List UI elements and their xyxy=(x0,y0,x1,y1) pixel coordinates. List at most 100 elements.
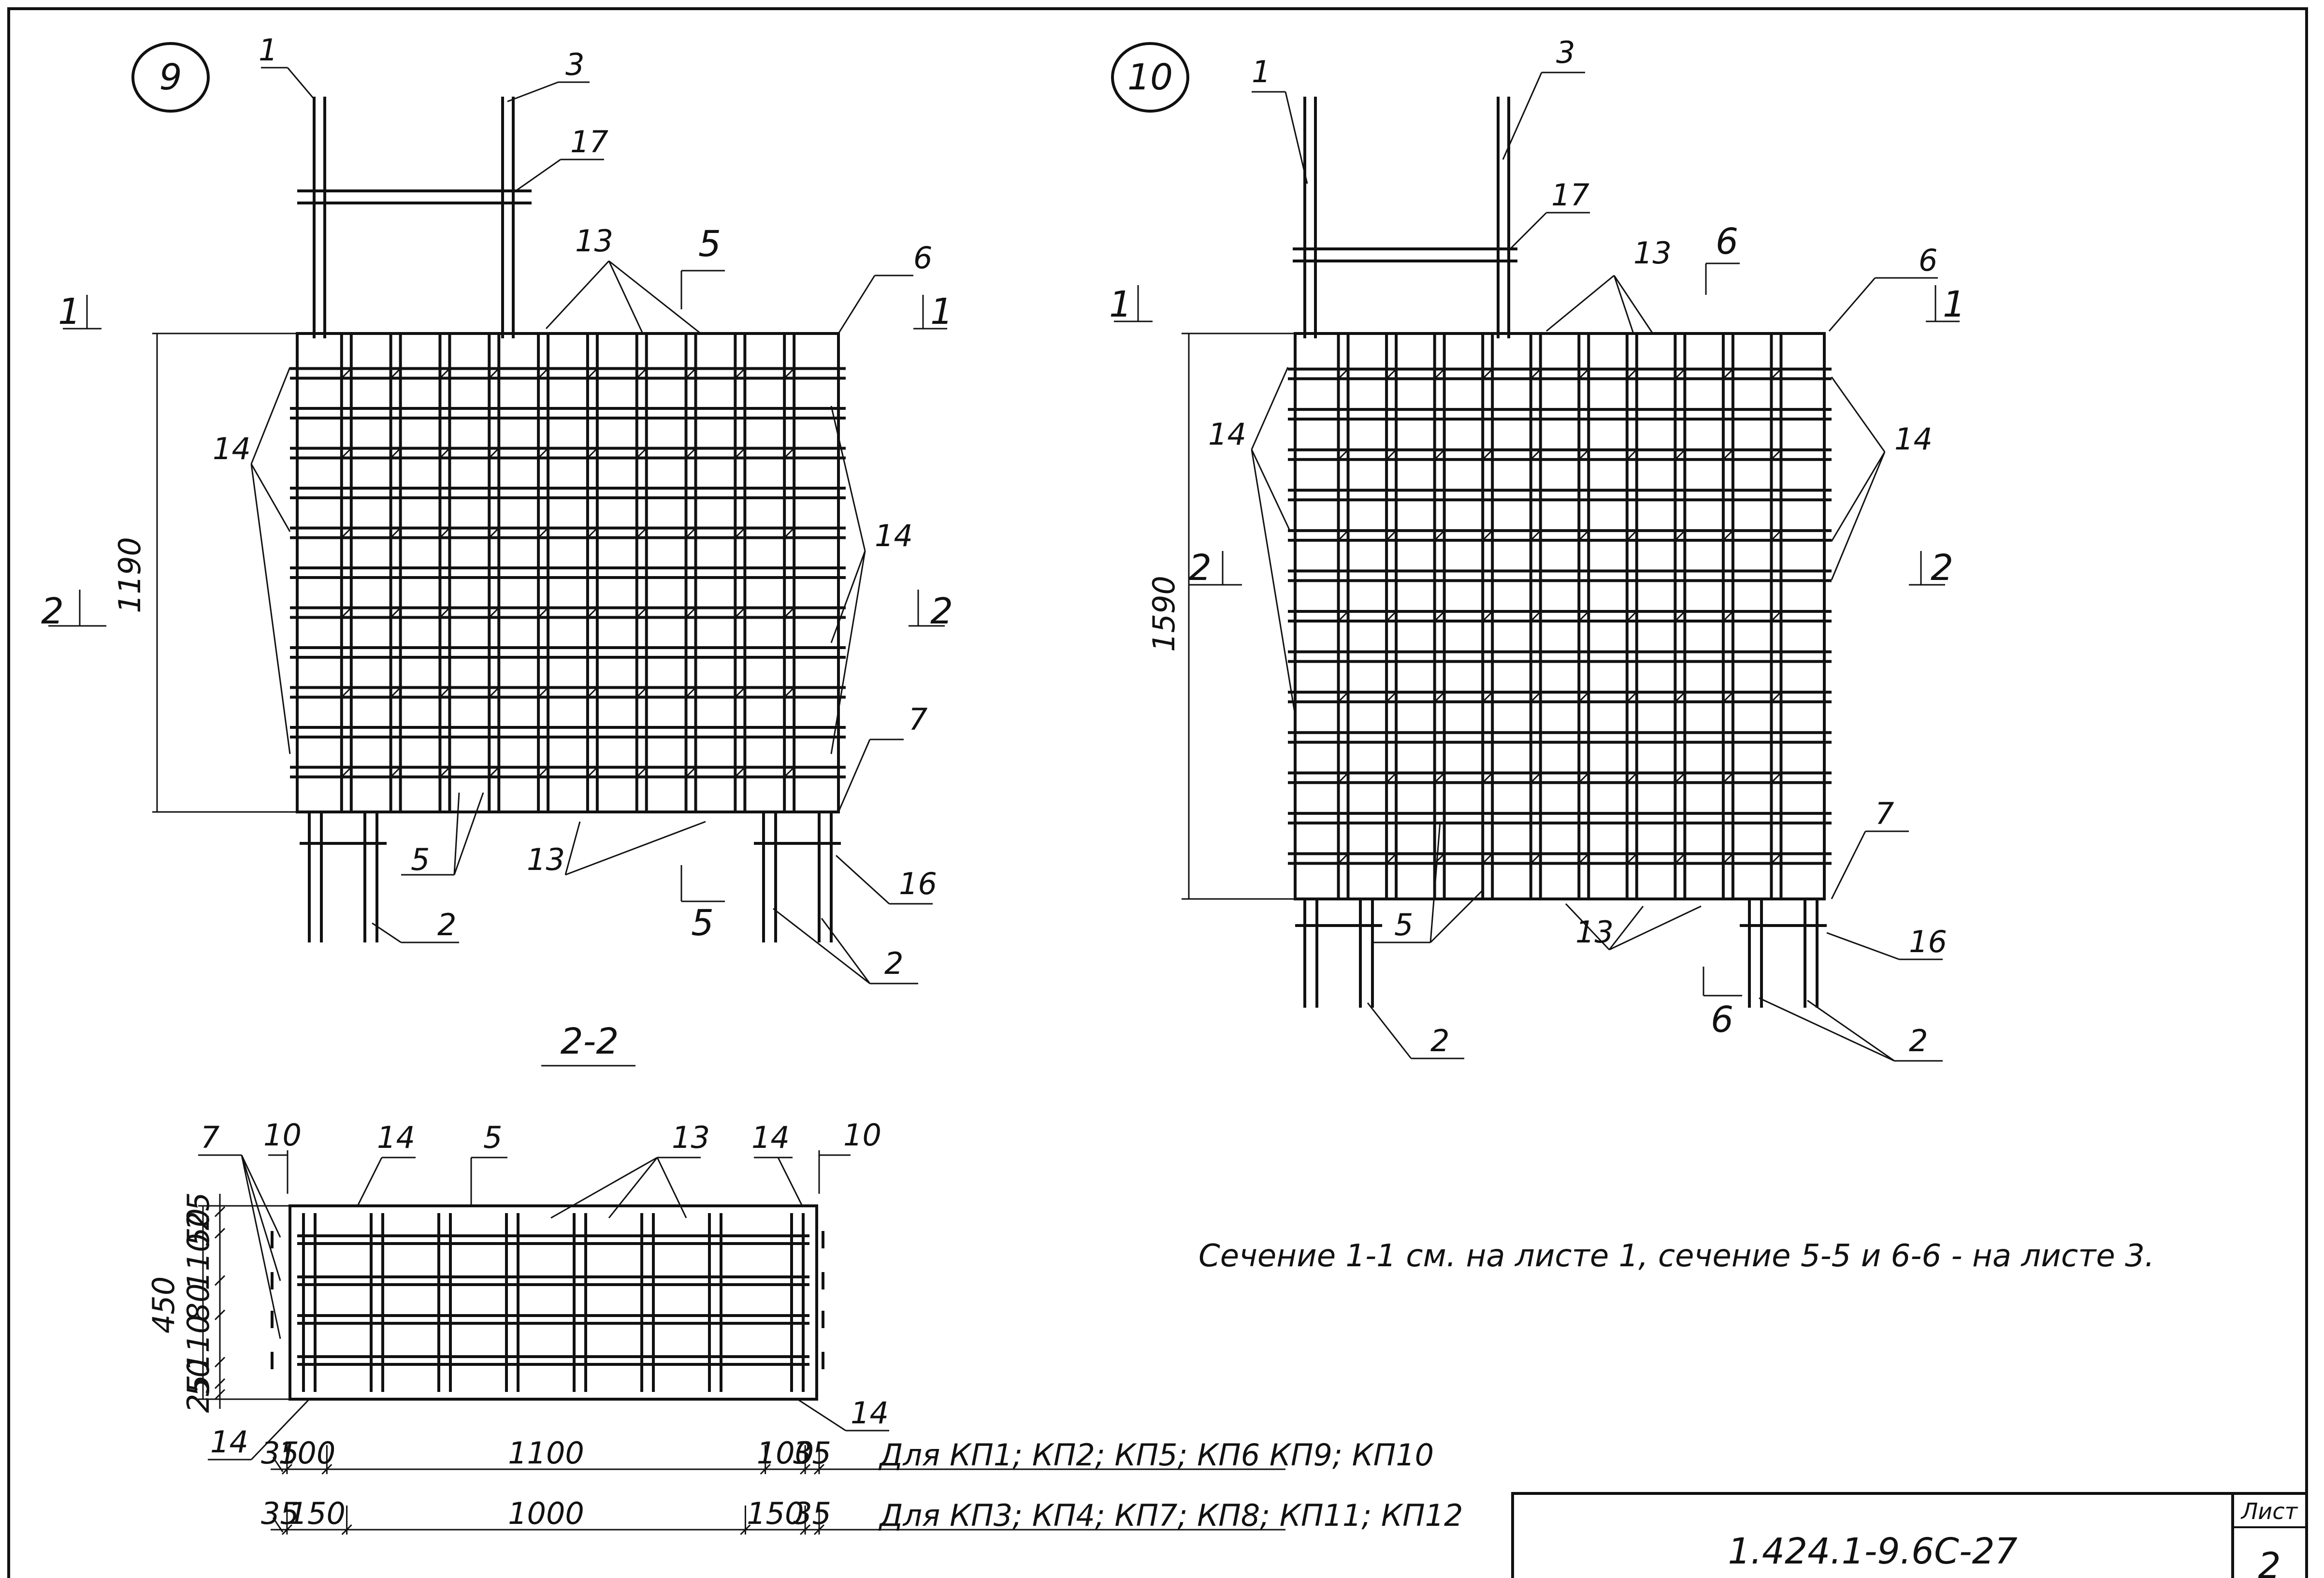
rebar xyxy=(1433,448,1446,461)
svg-text:6: 6 xyxy=(1711,999,1733,1041)
svg-text:14: 14 xyxy=(851,1395,889,1431)
rebar xyxy=(1337,852,1350,865)
rebar xyxy=(1770,609,1783,623)
rebar xyxy=(684,686,697,699)
svg-text:14: 14 xyxy=(1894,421,1933,457)
rebar xyxy=(389,766,402,779)
left-view: 9 1190 1 1 2 2 5 xyxy=(41,32,953,984)
rebar xyxy=(488,526,501,539)
rebar xyxy=(272,1457,284,1472)
rebar xyxy=(1625,852,1638,865)
rebar xyxy=(1433,609,1446,623)
rebar xyxy=(635,686,648,699)
rebar xyxy=(586,686,599,699)
rebar xyxy=(783,447,796,460)
rebar xyxy=(340,766,353,779)
rebar xyxy=(684,367,697,380)
rebar xyxy=(340,686,353,699)
svg-text:10: 10 xyxy=(843,1117,881,1153)
rebar xyxy=(684,526,697,539)
rebar xyxy=(1625,448,1638,461)
rebar xyxy=(1770,771,1783,784)
rebar xyxy=(1433,852,1446,865)
svg-text:14: 14 xyxy=(751,1120,790,1155)
rebar xyxy=(586,367,599,380)
rebar xyxy=(488,606,501,619)
view-mark-circle-right xyxy=(1111,42,1189,113)
svg-text:3: 3 xyxy=(1556,35,1575,70)
rebar xyxy=(1433,691,1446,704)
svg-text:5: 5 xyxy=(411,842,430,877)
rebar xyxy=(1337,448,1350,461)
svg-text:2: 2 xyxy=(1430,1023,1449,1058)
rebar xyxy=(586,526,599,539)
rebar xyxy=(1529,448,1542,461)
rebar xyxy=(537,447,550,460)
svg-text:6: 6 xyxy=(1919,243,1937,278)
svg-text:14: 14 xyxy=(377,1120,415,1155)
svg-text:5: 5 xyxy=(1394,907,1413,942)
rebar xyxy=(1625,771,1638,784)
svg-text:1: 1 xyxy=(259,32,277,68)
rebar xyxy=(1337,691,1350,704)
rebar xyxy=(1721,771,1734,784)
rebar xyxy=(586,606,599,619)
rebar xyxy=(1481,852,1494,865)
rebar xyxy=(1577,529,1590,542)
rebar xyxy=(1481,367,1494,380)
rebar xyxy=(438,606,451,619)
rebar xyxy=(1433,367,1446,380)
rebar xyxy=(586,766,599,779)
svg-text:2: 2 xyxy=(1189,547,1212,589)
rebar xyxy=(1385,609,1398,623)
svg-text:2: 2 xyxy=(884,946,903,981)
rebar xyxy=(734,766,747,779)
title-block: 1.424.1-9.6С-27 Лист 2 xyxy=(1511,1492,2308,1578)
svg-text:2: 2 xyxy=(1909,1023,1928,1058)
rebar xyxy=(272,1517,284,1533)
vertical-dim-0: 25 xyxy=(181,1192,216,1231)
view-mark-left: 9 xyxy=(159,57,182,98)
rebar xyxy=(1481,529,1494,542)
rebar xyxy=(1770,367,1783,380)
rebar xyxy=(1481,448,1494,461)
rebar xyxy=(389,367,402,380)
row2-dim-4: 35 xyxy=(793,1496,831,1531)
rebar xyxy=(1577,852,1590,865)
rebar xyxy=(438,447,451,460)
rebar xyxy=(1721,609,1734,623)
rebar xyxy=(734,526,747,539)
rebar xyxy=(1529,852,1542,865)
rebar xyxy=(340,447,353,460)
rebar xyxy=(488,367,501,380)
rebar xyxy=(1577,367,1590,380)
rebar xyxy=(537,606,550,619)
svg-text:2: 2 xyxy=(930,591,953,632)
rebar xyxy=(783,606,796,619)
rebar xyxy=(635,526,648,539)
rebar xyxy=(635,367,648,380)
rebar xyxy=(684,447,697,460)
row2-dim-3: 150 xyxy=(747,1496,804,1531)
rebar xyxy=(1770,852,1783,865)
vertical-dim-3: 80 xyxy=(181,1284,216,1322)
row2-label: Для КП3; КП4; КП7; КП8; КП11; КП12 xyxy=(878,1498,1463,1533)
svg-text:14: 14 xyxy=(1208,417,1246,452)
svg-text:16: 16 xyxy=(1909,924,1947,959)
left-height-dim: 1190 xyxy=(112,537,147,613)
rebar xyxy=(1481,771,1494,784)
rebar xyxy=(214,1228,226,1239)
rebar xyxy=(537,367,550,380)
rebar xyxy=(1529,609,1542,623)
rebar xyxy=(734,367,747,380)
vertical-dim-1: 50 xyxy=(181,1208,216,1246)
svg-text:1: 1 xyxy=(1252,54,1270,89)
vertical-dim-4: 110 xyxy=(181,1315,216,1372)
rebar xyxy=(340,606,353,619)
svg-text:17: 17 xyxy=(570,124,608,159)
rebar xyxy=(1433,771,1446,784)
rebar xyxy=(783,526,796,539)
rebar xyxy=(1770,529,1783,542)
svg-text:1: 1 xyxy=(58,291,81,333)
